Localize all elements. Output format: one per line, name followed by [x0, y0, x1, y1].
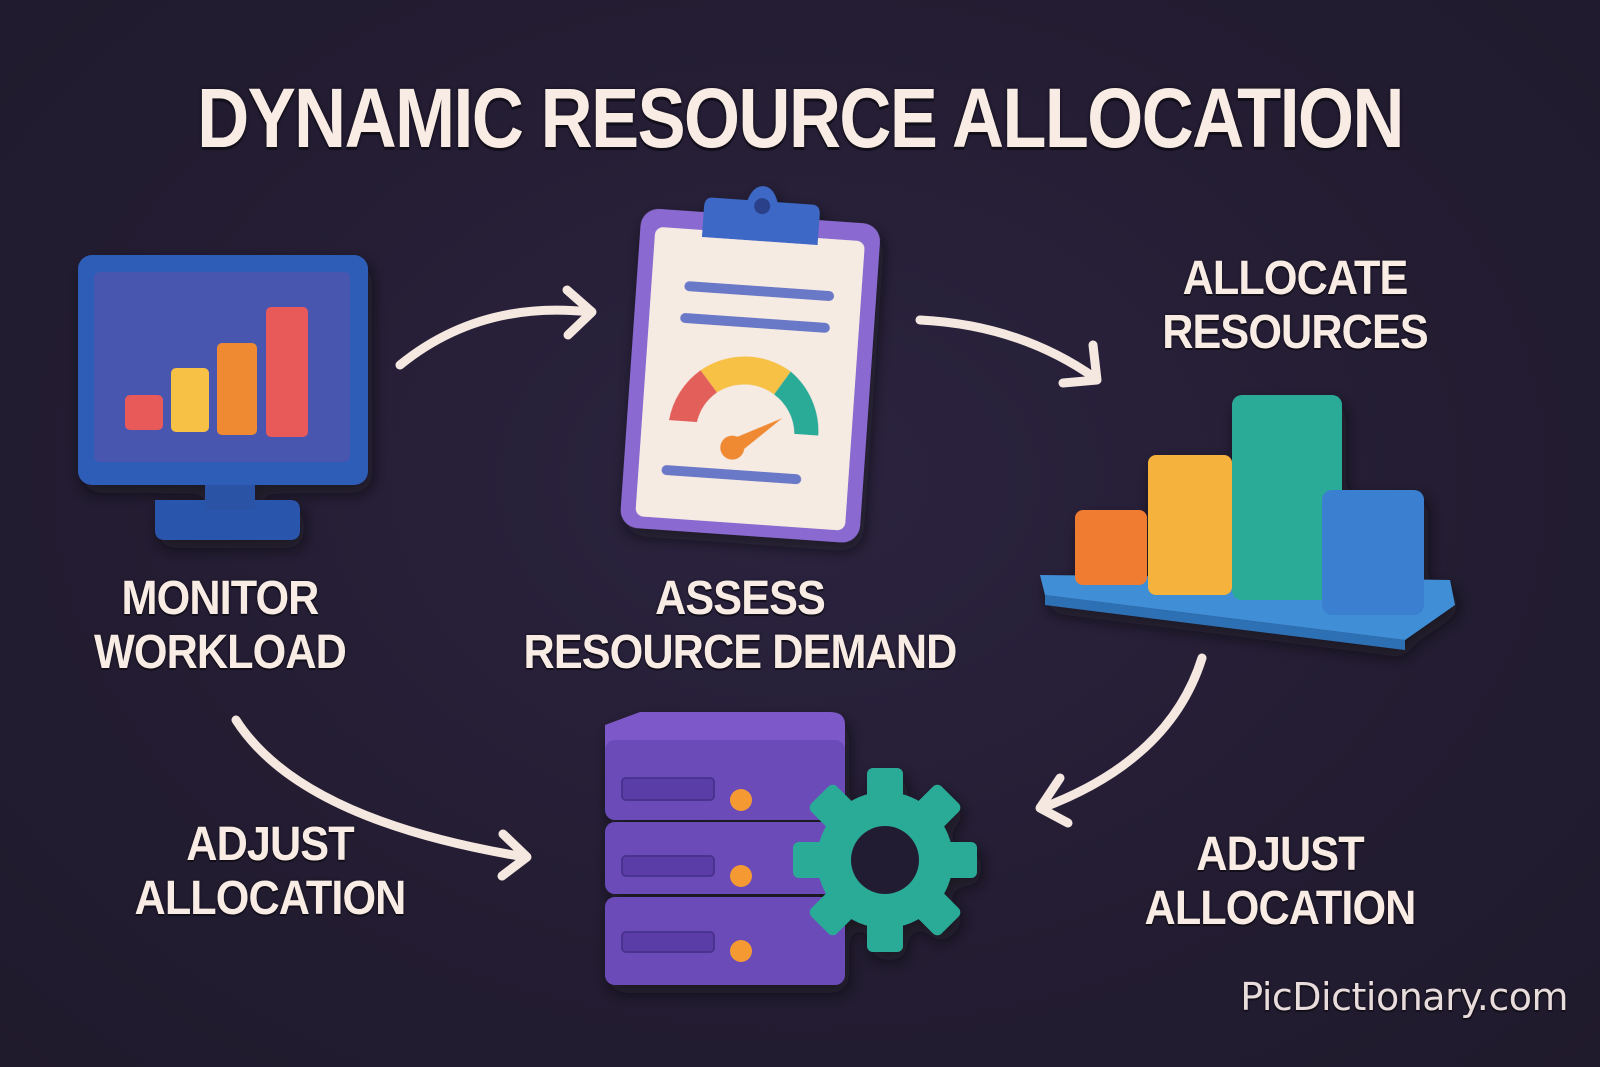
watermark: PicDictionary.com [1240, 975, 1568, 1019]
clipboard-gauge-icon [620, 186, 880, 543]
label-line-2: RESOURCE DEMAND [523, 625, 958, 679]
step-label-adjust-allocation-right: ADJUST ALLOCATION [1136, 828, 1424, 936]
arrow-allocate-to-adjust [1035, 653, 1207, 828]
arrow-monitor-to-adjust [231, 715, 532, 881]
label-line-1: ASSESS [655, 572, 826, 625]
step-label-allocate-resources: ALLOCATE RESOURCES [1147, 252, 1444, 360]
label-line-1: MONITOR [121, 572, 320, 625]
label-line-1: ADJUST [1196, 828, 1364, 881]
label-line-1: ALLOCATE [1182, 252, 1409, 305]
step-label-assess-resource-demand: ASSESS RESOURCE DEMAND [515, 572, 965, 680]
server-gear-icon [605, 712, 977, 985]
monitor-bar-chart-icon [78, 255, 368, 540]
page-title: DYNAMIC RESOURCE ALLOCATION [197, 71, 1404, 165]
step-label-adjust-allocation-left: ADJUST ALLOCATION [126, 818, 414, 926]
label-line-2: RESOURCES [1162, 305, 1428, 359]
label-line-2: ALLOCATION [134, 871, 407, 925]
3d-bar-chart-icon [1040, 395, 1455, 650]
arrow-monitor-to-assess [395, 285, 597, 370]
label-line-2: ALLOCATION [1144, 881, 1417, 935]
server-stack [605, 712, 845, 985]
gear-icon [793, 768, 977, 952]
label-line-1: ADJUST [186, 818, 354, 871]
step-label-monitor-workload: MONITOR WORKLOAD [85, 572, 355, 680]
label-line-2: WORKLOAD [94, 625, 347, 679]
arrow-assess-to-allocate [915, 315, 1102, 388]
